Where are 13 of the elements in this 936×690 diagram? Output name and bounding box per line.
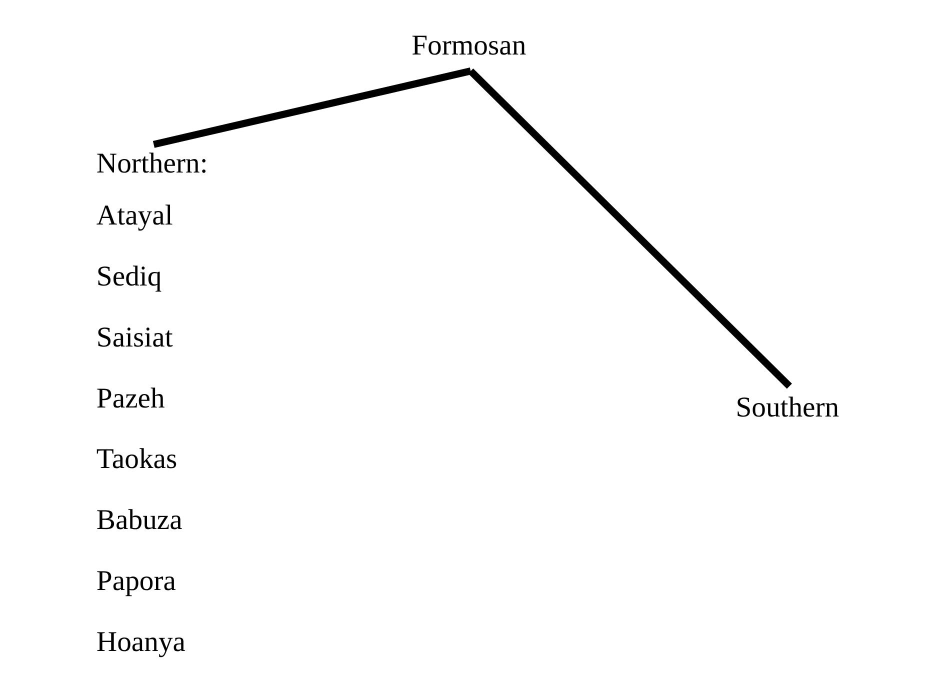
node-label: Taokas [96,443,178,476]
node-label: Hoanya [96,626,186,658]
node-text: Northern: [96,148,208,180]
connector [468,68,792,389]
node-label: Babuza [96,504,182,536]
node-label: Pazeh [96,382,165,414]
node-label: Papora [96,564,176,597]
node-label: Saisiat [96,321,173,354]
node-label: Sediq [96,260,162,293]
node-text: Southern [736,391,840,424]
node-text: Formosan [412,30,526,62]
connector [152,68,472,148]
node-label: Atayal [96,200,173,232]
